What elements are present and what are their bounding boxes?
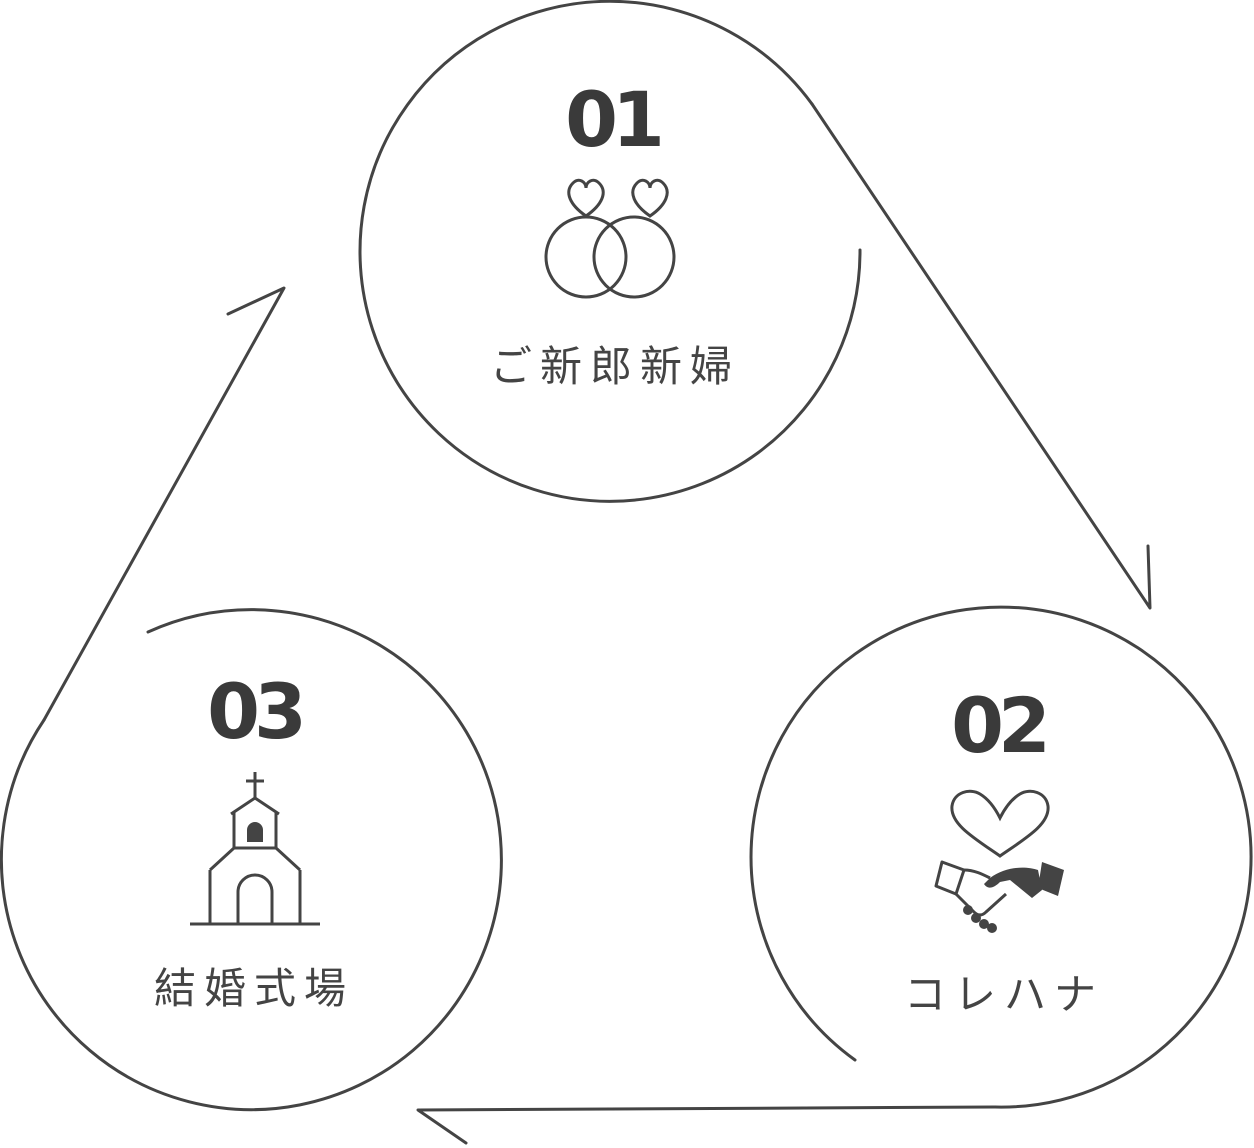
- step-02-label: コレハナ: [903, 970, 1104, 1019]
- circle-01-outline: [358, 0, 862, 503]
- handshake-heart-icon: [934, 786, 1070, 942]
- step-01-number: 01: [565, 75, 665, 164]
- circle-03-outline: [0, 608, 503, 1112]
- step-01-label: ご新郎新婦: [489, 342, 740, 391]
- step-03-number: 03: [207, 667, 307, 756]
- step-02-number: 02: [951, 681, 1051, 770]
- chapel-icon: [188, 768, 322, 930]
- wedding-rings-icon: [538, 174, 690, 306]
- step-03-label: 結婚式場: [153, 964, 354, 1013]
- arrow-03-to-01: [42, 286, 286, 722]
- circle-02-outline: [749, 605, 1253, 1109]
- arrow-01-to-02: [810, 102, 1152, 610]
- arrow-02-to-03: [416, 1105, 997, 1145]
